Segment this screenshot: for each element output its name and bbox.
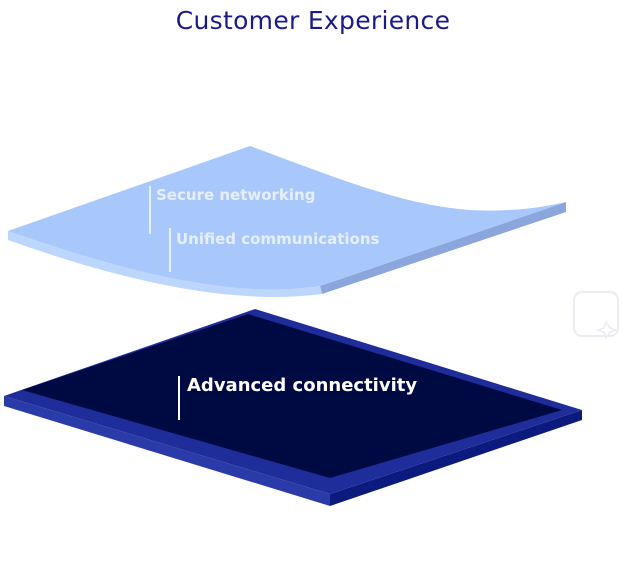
- bottom-layer-right-edge: [330, 410, 582, 506]
- top-layer: Secure networking Unified communications: [8, 146, 566, 297]
- label-secure-networking: Secure networking: [156, 186, 315, 204]
- bottom-layer: Advanced connectivity: [4, 309, 582, 506]
- label-unified-communications: Unified communications: [176, 230, 380, 248]
- label-advanced-connectivity: Advanced connectivity: [187, 375, 417, 396]
- bottom-layer-inner-face: [22, 314, 562, 478]
- top-layer-bottom-edge: [8, 231, 322, 297]
- bottom-layer-left-edge: [4, 396, 330, 506]
- diagram-title: Customer Experience: [175, 6, 451, 35]
- top-layer-face: [8, 146, 566, 290]
- top-layer-right-edge: [320, 202, 566, 294]
- faint-box-icon: [573, 291, 619, 340]
